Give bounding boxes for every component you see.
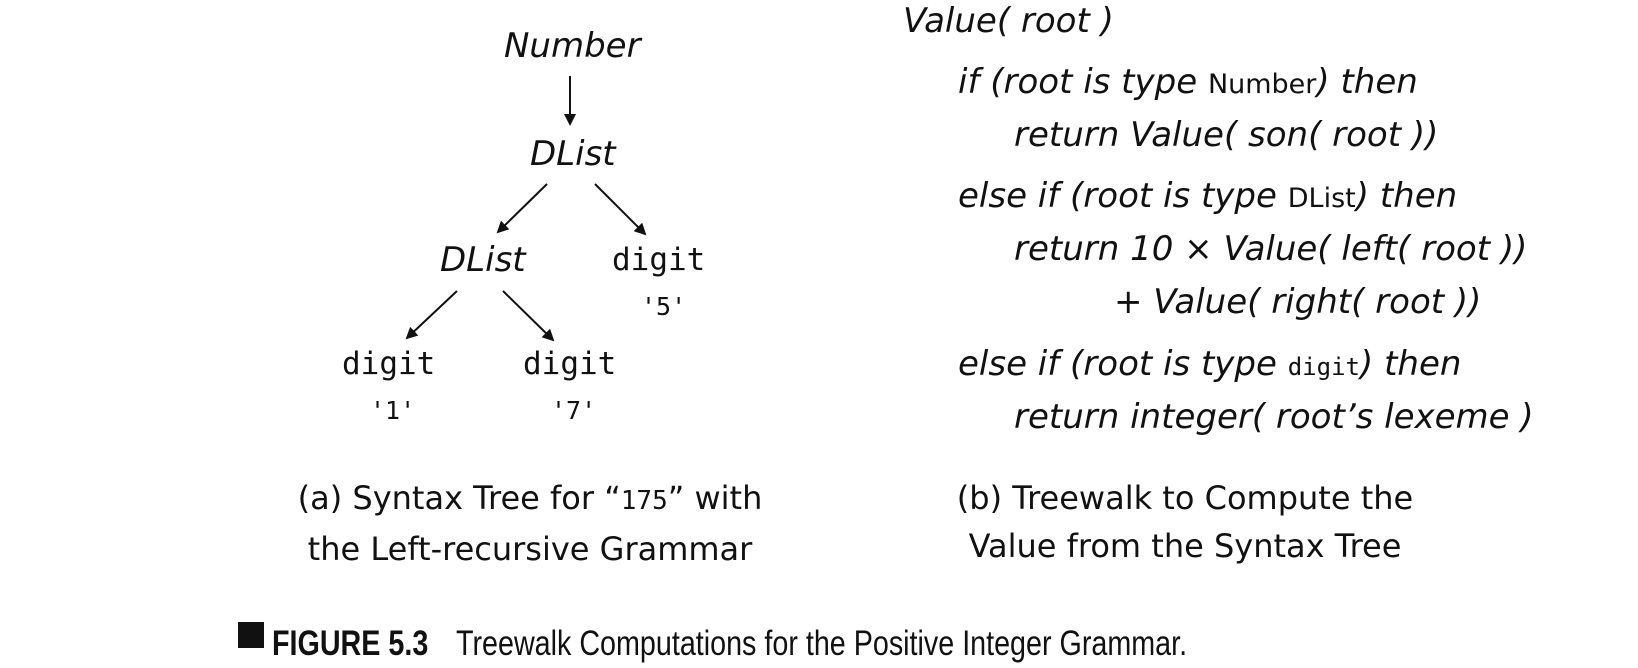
figure-label: FIGURE 5.3 — [272, 624, 429, 663]
lexeme-1: '1' — [370, 396, 416, 425]
caption-b: (b) Treewalk to Compute the Value from t… — [935, 474, 1435, 570]
node-digit-5: digit — [612, 242, 706, 278]
code-line-6: + Value( right( root )) — [1114, 282, 1482, 322]
edge-dlist-dlist — [496, 183, 548, 234]
edge-dlist-digit7 — [502, 290, 555, 342]
code-type-dlist: DList — [1287, 183, 1356, 214]
lexeme-5: '5' — [641, 292, 687, 321]
code-line-8: return integer( root’s lexeme ) — [1014, 397, 1534, 437]
code-line-3: return Value( son( root )) — [1014, 115, 1439, 155]
square-bullet-icon — [238, 622, 264, 648]
node-dlist-top: DList — [530, 134, 616, 174]
edge-dlist-digit5 — [594, 183, 647, 236]
node-number: Number — [504, 26, 641, 66]
node-dlist-inner: DList — [440, 240, 526, 280]
code-line-4: else if (root is type DList) then — [958, 176, 1458, 216]
figure-caption — [238, 622, 270, 650]
code-line-5: return 10 × Value( left( root )) — [1014, 229, 1528, 269]
code-line-2: if (root is type Number) then — [958, 62, 1418, 102]
figure-title: Treewalk Computations for the Positive I… — [456, 624, 1188, 663]
node-digit-7: digit — [523, 346, 617, 382]
node-digit-1: digit — [342, 346, 436, 382]
caption-a-line2: the Left-recursive Grammar — [307, 530, 753, 568]
caption-a: (a) Syntax Tree for “175” with the Left-… — [290, 474, 770, 573]
code-type-digit: digit — [1287, 353, 1360, 381]
caption-a-code: 175 — [620, 486, 668, 516]
caption-a-line1: (a) Syntax Tree for “175” with — [297, 479, 763, 517]
code-line-7: else if (root is type digit) then — [958, 344, 1462, 384]
edge-dlist-digit1 — [405, 290, 458, 340]
lexeme-7: '7' — [551, 396, 597, 425]
code-type-number: Number — [1207, 69, 1317, 100]
code-line-1: Value( root ) — [903, 1, 1114, 41]
caption-b-line2: Value from the Syntax Tree — [968, 527, 1402, 565]
caption-b-line1: (b) Treewalk to Compute the — [956, 479, 1414, 517]
